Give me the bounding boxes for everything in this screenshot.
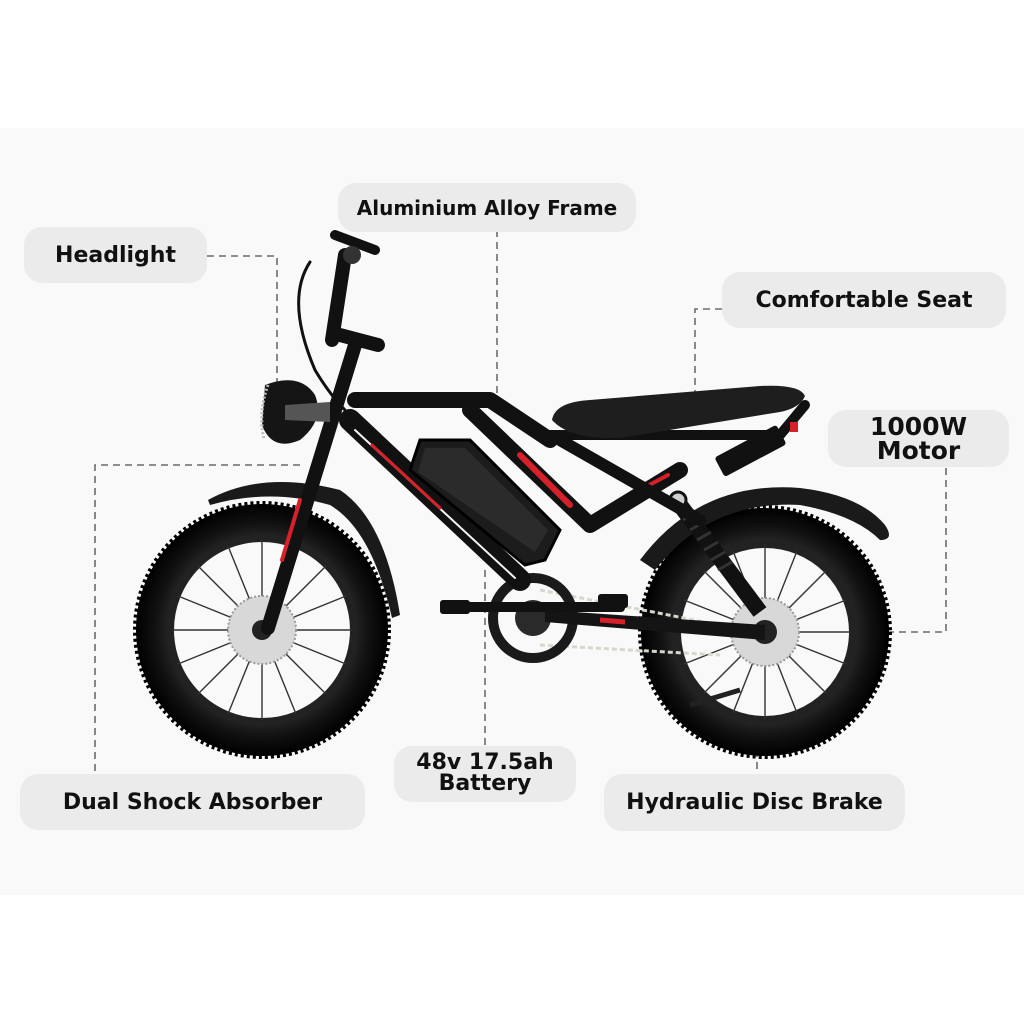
callout-comfortable-seat: Comfortable Seat [722,272,1006,328]
callout-brake-label: Hydraulic Disc Brake [626,790,883,815]
callout-motor-line2: Motor [876,435,961,465]
front-fender [208,482,400,618]
callout-headlight: Headlight [24,227,207,283]
callout-48v-battery: 48v 17.5ah Battery [394,746,576,802]
kickstand [689,687,741,708]
callout-battery-line1: 48v 17.5ah [416,750,554,776]
leader-seat [694,308,722,392]
front-fork-handlebar [261,230,385,635]
leader-headlight [207,255,278,385]
callout-hydraulic-disc-brake: Hydraulic Disc Brake [604,774,905,831]
callout-battery-line2: Battery [438,771,532,796]
callout-frame-label: Aluminium Alloy Frame [356,195,618,220]
seat [552,385,805,439]
callout-1000w-motor: 1000W Motor [828,410,1009,467]
callout-shock-label: Dual Shock Absorber [62,789,323,815]
rear-fender [640,487,889,570]
callout-aluminium-alloy-frame: Aluminium Alloy Frame [338,183,636,232]
headlight-lamp [260,380,330,444]
display-unit [343,246,361,264]
callout-dual-shock-absorber: Dual Shock Absorber [20,774,365,830]
swingarm [545,610,765,640]
callout-seat-label: Comfortable Seat [755,287,973,313]
leader-shock [94,464,300,772]
tail-light [790,422,798,432]
callout-headlight-label: Headlight [55,242,176,268]
callout-motor-line1: 1000W [869,411,968,441]
battery-pack [408,438,562,567]
